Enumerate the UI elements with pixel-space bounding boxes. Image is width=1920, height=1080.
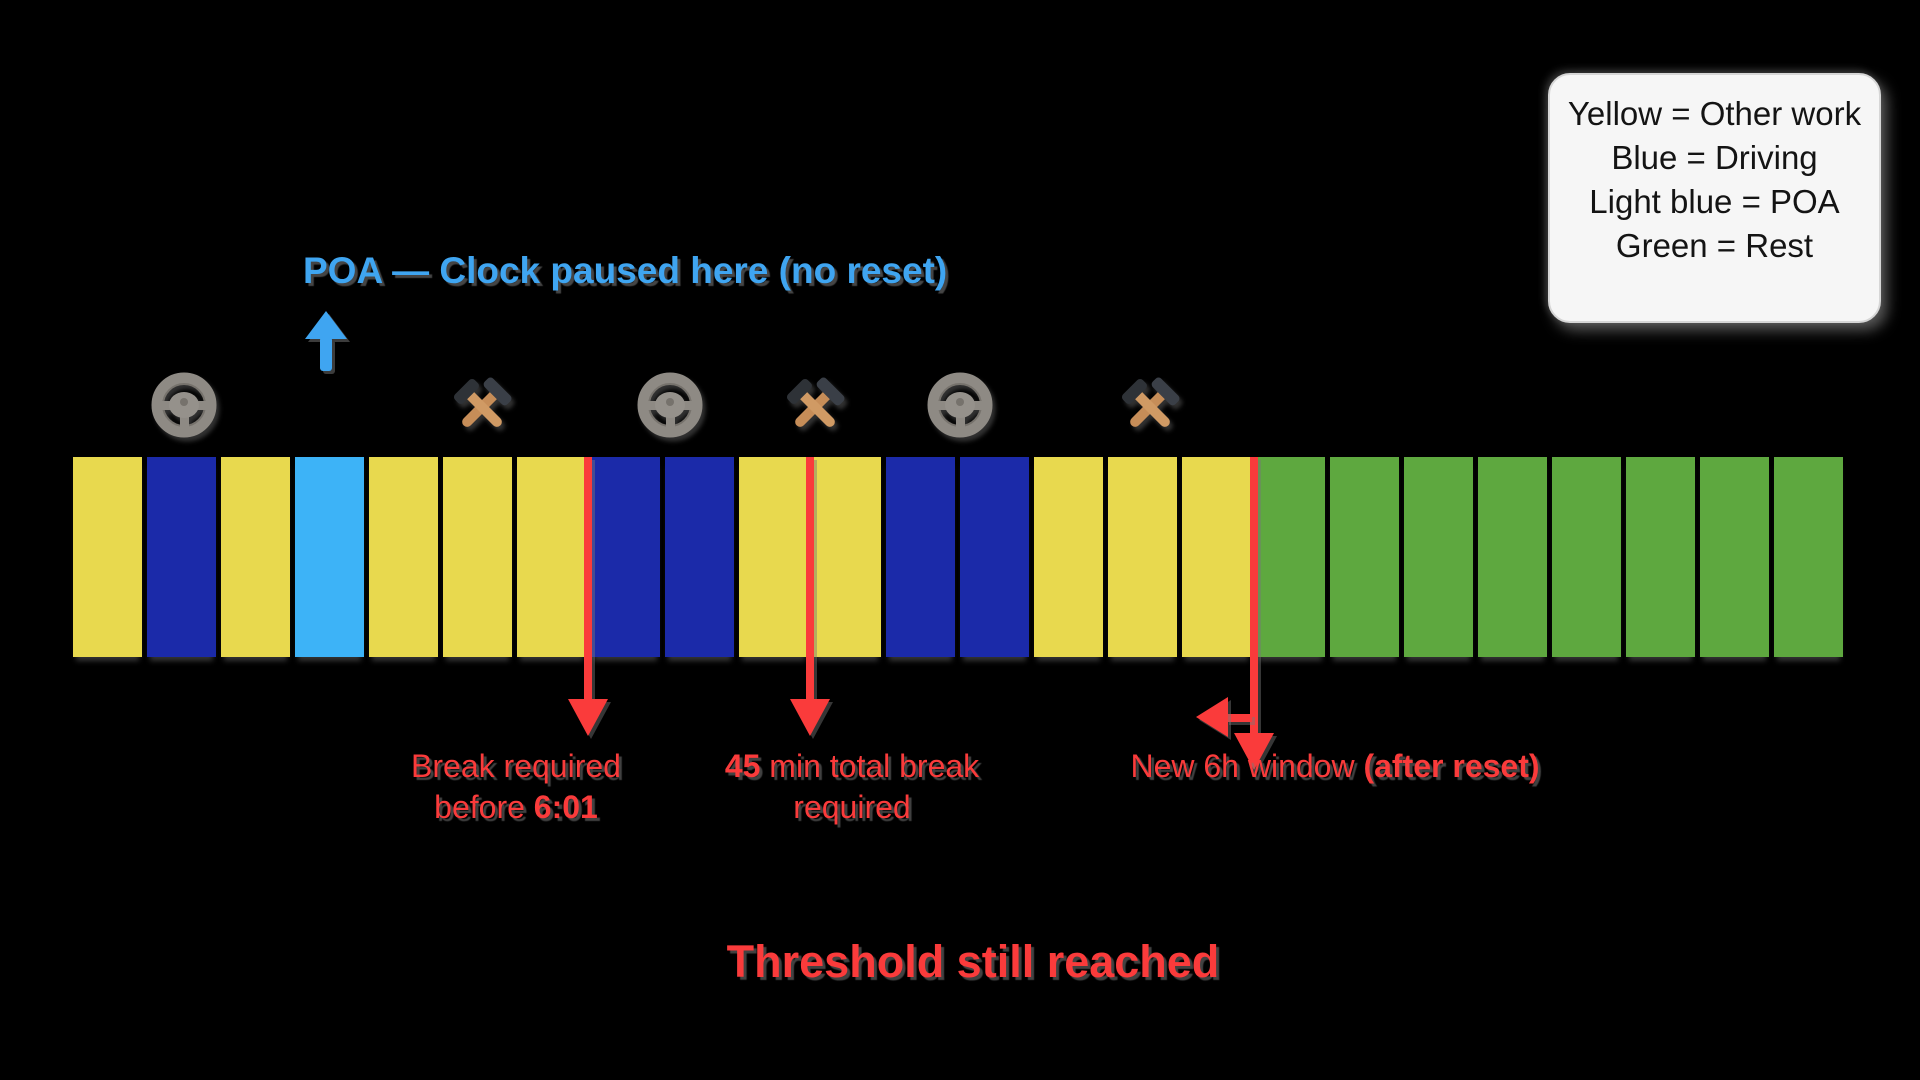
legend-line-rest: Green = Rest: [1615, 227, 1814, 264]
break-required-line1: Break required: [411, 748, 621, 784]
steering-wheel-icon: [924, 371, 996, 443]
new-window-left-branch: [1226, 714, 1252, 722]
break-marker-line: [584, 457, 592, 700]
timeline-block-other-work: [812, 457, 882, 657]
timeline-block-rest: [1552, 457, 1622, 657]
steering-wheel-icon: [148, 371, 220, 443]
timeline-block-other-work: [1108, 457, 1178, 657]
steering-wheel-icon: [634, 371, 706, 443]
steering-wheel-glyph: [637, 372, 703, 438]
hammer-pick-icon: [1114, 371, 1186, 443]
break-required-label: Break required before 6:01: [336, 746, 696, 828]
timeline-block-rest: [1404, 457, 1474, 657]
timeline-block-rest: [1256, 457, 1326, 657]
legend-line-other-work: Yellow = Other work: [1567, 95, 1862, 132]
legend-line-driving: Blue = Driving: [1611, 139, 1818, 176]
timeline-block-other-work: [516, 457, 586, 657]
timeline-block-other-work: [738, 457, 808, 657]
legend: Yellow = Other work Blue = Driving Light…: [1548, 73, 1881, 323]
threshold-headline: Threshold still reached: [726, 936, 1220, 987]
steering-wheel-glyph: [927, 372, 993, 438]
total-break-label: 45 min total break required: [672, 746, 1032, 828]
hammer-pick-glyph: [1121, 377, 1180, 427]
legend-line-poa: Light blue = POA: [1589, 183, 1840, 220]
hammer-pick-glyph: [453, 377, 512, 427]
poa-arrow-stem: [320, 337, 332, 371]
timeline-block-driving: [886, 457, 956, 657]
timeline-block-rest: [1626, 457, 1695, 657]
timeline-block-driving: [146, 457, 216, 657]
new-window-line1: New 6h window (after reset): [1130, 748, 1540, 784]
total-break-line2: required: [793, 789, 911, 825]
timeline-block-driving: [664, 457, 734, 657]
total-break-marker-arrowhead: [790, 699, 830, 736]
total-break-line1: 45 min total break: [724, 748, 980, 784]
new-window-marker-arrowhead: [1234, 733, 1274, 770]
timeline-block-other-work: [368, 457, 438, 657]
poa-arrow-head: [305, 311, 347, 339]
new-window-marker-line: [1250, 457, 1258, 734]
timeline-block-other-work: [1034, 457, 1104, 657]
new-window-left-arrowhead: [1196, 697, 1228, 737]
break-required-line2: before 6:01: [434, 789, 598, 825]
timeline-block-poa: [294, 457, 364, 657]
hammer-pick-glyph: [786, 377, 845, 427]
timeline-block-other-work: [220, 457, 290, 657]
timeline-block-rest: [1330, 457, 1400, 657]
timeline-block-rest: [1478, 457, 1548, 657]
total-break-marker-line: [806, 457, 814, 700]
timeline-block-driving: [590, 457, 660, 657]
poa-up-arrow-icon: [305, 311, 347, 371]
hammer-pick-icon: [446, 371, 518, 443]
timeline-block-rest: [1773, 457, 1843, 657]
timeline-block-other-work: [442, 457, 512, 657]
hammer-pick-icon: [779, 371, 851, 443]
poa-callout-label: POA — Clock paused here (no reset): [303, 250, 948, 291]
timeline-block-rest: [1699, 457, 1769, 657]
timeline-block-other-work: [1182, 457, 1252, 657]
new-window-label: New 6h window (after reset): [1103, 746, 1567, 787]
break-marker-arrowhead: [568, 699, 608, 736]
activity-timeline: [73, 457, 1843, 657]
steering-wheel-glyph: [151, 372, 217, 438]
timeline-block-driving: [960, 457, 1030, 657]
timeline-block-other-work: [73, 457, 142, 657]
